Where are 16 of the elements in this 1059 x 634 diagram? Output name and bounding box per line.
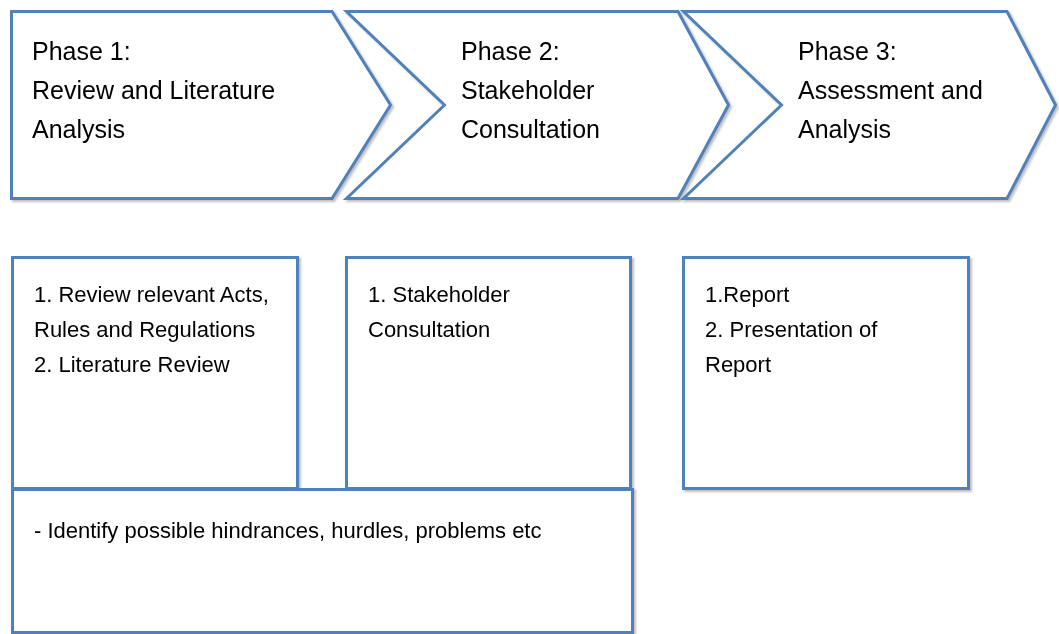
- phase-title: Assessment and Analysis: [798, 75, 984, 145]
- phase-label: Phase 2:: [461, 36, 561, 67]
- content-box: [345, 256, 632, 490]
- list-item: 1.Report: [705, 281, 791, 309]
- phase-title: Stakeholder Consultation: [461, 75, 601, 145]
- phase-title: Review and Literature Analysis: [32, 75, 277, 145]
- list-item: 2. Literature Review: [34, 351, 231, 379]
- phase-label: Phase 3:: [798, 36, 898, 67]
- phase-label: Phase 1:: [32, 36, 132, 67]
- list-item: 1. Stakeholder Consultation: [368, 281, 511, 344]
- list-item: 1. Review relevant Acts, Rules and Regulations: [34, 281, 270, 344]
- list-item: - Identify possible hindrances, hurdles, problems etc: [34, 517, 543, 545]
- content-box: [682, 256, 970, 490]
- content-box: [11, 256, 299, 490]
- content-box: [11, 488, 634, 634]
- list-item: 2. Presentation of Report: [705, 316, 879, 379]
